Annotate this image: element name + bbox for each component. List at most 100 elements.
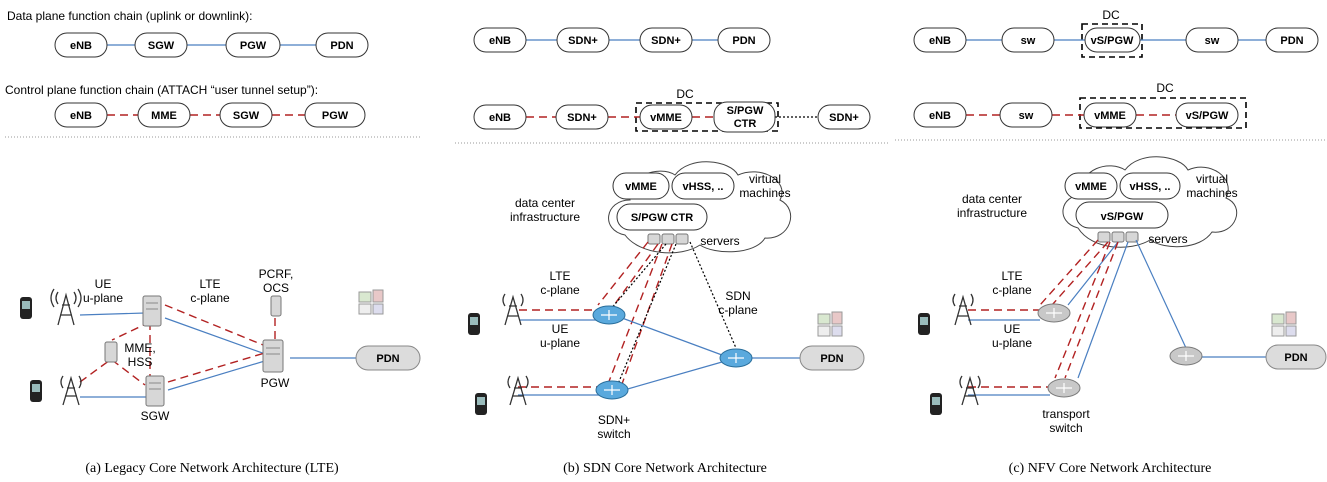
lte-label: LTE xyxy=(549,269,570,283)
svg-text:eNB: eNB xyxy=(929,110,951,122)
svg-text:PDN: PDN xyxy=(732,35,755,47)
ctrl-node-pgw: PGW xyxy=(304,102,366,128)
switch-label: switch xyxy=(1049,421,1082,435)
svg-text:PDN: PDN xyxy=(330,40,353,52)
uplane-label: u-plane xyxy=(540,336,580,350)
server-icon xyxy=(142,295,162,327)
svg-text:sw: sw xyxy=(1021,35,1036,47)
svg-text:eNB: eNB xyxy=(489,112,511,124)
chain-node-sdn: SDN+ xyxy=(556,27,610,53)
pdn-icon xyxy=(1271,311,1297,337)
pdn-node: PDN xyxy=(355,345,421,371)
vm-spgw-ctr: S/PGW CTR xyxy=(616,203,708,231)
cplane-label: c-plane xyxy=(718,303,758,317)
virtual-label: virtual xyxy=(1196,172,1228,186)
pgw-label: PGW xyxy=(261,376,290,390)
svg-text:PGW: PGW xyxy=(322,110,349,122)
ctrl-node-spgw-ctr: S/PGW CTR xyxy=(713,101,776,133)
caption-a: (a) Legacy Core Network Architecture (LT… xyxy=(85,461,339,476)
chain-node-pdn: PDN xyxy=(315,32,369,58)
servers-label: servers xyxy=(700,234,739,248)
phone-icon xyxy=(20,297,32,319)
phone-icon xyxy=(930,393,942,415)
caption-c: (c) NFV Core Network Architecture xyxy=(1009,461,1212,476)
dc-box xyxy=(1079,97,1247,129)
virtual-label: virtual xyxy=(749,172,781,186)
server-icon xyxy=(145,375,165,407)
svg-text:eNB: eNB xyxy=(489,35,511,47)
sdn-switch-label: SDN+ xyxy=(598,413,630,427)
data-plane-title: Data plane function chain (uplink or dow… xyxy=(7,9,252,23)
servers-icon xyxy=(647,233,689,245)
ue-label: UE xyxy=(95,277,112,291)
chain-node-enb: eNB xyxy=(473,27,527,53)
ctrl-node-vmme: vMME xyxy=(1083,102,1137,128)
server-icon xyxy=(104,341,118,363)
chain-node-enb: eNB xyxy=(54,32,108,58)
infrastructure-label: infrastructure xyxy=(957,206,1027,220)
server-icon xyxy=(270,295,282,317)
svg-text:MME: MME xyxy=(151,110,177,122)
sdn-router-icon xyxy=(592,305,626,325)
hss-label: HSS xyxy=(128,355,153,369)
svg-text:CTR: CTR xyxy=(734,118,757,130)
servers-icon xyxy=(1097,231,1139,243)
svg-text:SGW: SGW xyxy=(233,110,260,122)
sdn-label: SDN xyxy=(725,289,750,303)
sgw-label: SGW xyxy=(141,409,170,423)
ctrl-node-enb: eNB xyxy=(473,104,527,130)
svg-text:eNB: eNB xyxy=(70,40,92,52)
svg-text:eNB: eNB xyxy=(70,110,92,122)
svg-text:S/PGW: S/PGW xyxy=(727,105,764,117)
machines-label: machines xyxy=(739,186,790,200)
sdn-router-icon xyxy=(595,380,629,400)
svg-text:SDN+: SDN+ xyxy=(829,112,859,124)
panel-c: DC eNB sw vS/PGW sw PDN DC xyxy=(895,8,1327,476)
dc-label: DC xyxy=(676,87,694,101)
ctrl-node-sw: sw xyxy=(999,102,1053,128)
antenna-tower-icon xyxy=(952,293,974,326)
svg-text:PDN: PDN xyxy=(1284,352,1307,364)
svg-text:vHSS, ..: vHSS, .. xyxy=(683,181,724,193)
svg-text:SDN+: SDN+ xyxy=(568,35,598,47)
chain-node-sw: sw xyxy=(1001,27,1055,53)
servers-label: servers xyxy=(1148,232,1187,246)
svg-text:PDN: PDN xyxy=(376,353,399,365)
chain-node-pgw: PGW xyxy=(225,32,281,58)
svg-text:PDN: PDN xyxy=(1280,35,1303,47)
pcrf-label: PCRF, xyxy=(259,267,294,281)
cplane-label: c-plane xyxy=(190,291,230,305)
svg-text:vMME: vMME xyxy=(650,112,682,124)
panel-a: Data plane function chain (uplink or dow… xyxy=(5,9,421,476)
infrastructure-label: infrastructure xyxy=(510,210,580,224)
server-icon xyxy=(262,339,284,373)
ctrl-node-sdn: SDN+ xyxy=(817,104,871,130)
antenna-tower-icon xyxy=(50,288,82,326)
svg-text:vMME: vMME xyxy=(1075,181,1107,193)
transport-router-icon xyxy=(1169,346,1203,366)
svg-text:vS/PGW: vS/PGW xyxy=(1186,110,1229,122)
chain-node-pdn: PDN xyxy=(717,27,771,53)
svg-text:SGW: SGW xyxy=(148,40,175,52)
ctrl-node-sdn: SDN+ xyxy=(555,104,609,130)
svg-text:PGW: PGW xyxy=(240,40,267,52)
chain-node-enb: eNB xyxy=(913,27,967,53)
phone-icon xyxy=(918,313,930,335)
svg-text:vS/PGW: vS/PGW xyxy=(1091,35,1134,47)
vm-vhss: vHSS, .. xyxy=(671,172,735,200)
svg-text:sw: sw xyxy=(1019,110,1034,122)
cplane-label: c-plane xyxy=(540,283,580,297)
ctrl-node-enb: eNB xyxy=(54,102,108,128)
svg-text:S/PGW CTR: S/PGW CTR xyxy=(631,212,693,224)
svg-text:sw: sw xyxy=(1205,35,1220,47)
svg-text:eNB: eNB xyxy=(929,35,951,47)
phone-icon xyxy=(30,380,42,402)
cplane-label: c-plane xyxy=(992,283,1032,297)
antenna-tower-icon xyxy=(60,375,82,406)
uplane-label: u-plane xyxy=(992,336,1032,350)
control-plane-title: Control plane function chain (ATTACH “us… xyxy=(5,83,318,97)
lte-label: LTE xyxy=(1001,269,1022,283)
svg-text:vMME: vMME xyxy=(1094,110,1126,122)
vm-vmme: vMME xyxy=(612,172,670,200)
